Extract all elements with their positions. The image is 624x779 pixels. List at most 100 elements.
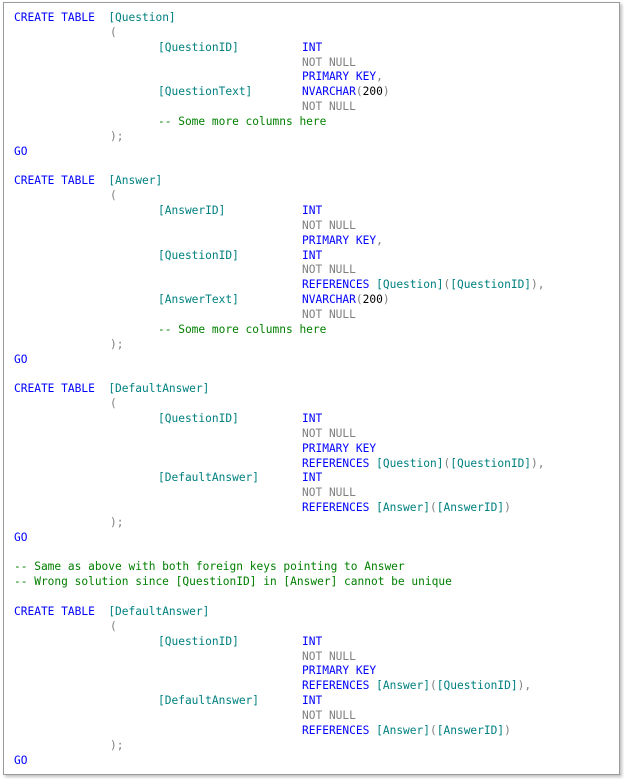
code-line: [DefaultAnswer] bbox=[158, 471, 259, 486]
code-token: [QuestionID] bbox=[436, 679, 518, 693]
code-token: , bbox=[376, 70, 383, 84]
code-token: REFERENCES bbox=[302, 723, 370, 737]
code-token: -- Wrong solution since [QuestionID] in … bbox=[14, 575, 452, 589]
code-line: [QuestionID] bbox=[158, 41, 239, 56]
code-line: GO bbox=[14, 145, 27, 160]
code-line: ( bbox=[110, 189, 117, 204]
code-token: ) bbox=[382, 293, 390, 307]
code-line: ); bbox=[110, 739, 123, 754]
code-token: ), bbox=[531, 278, 545, 292]
code-line: [QuestionID] bbox=[158, 635, 239, 650]
code-token: ( bbox=[110, 619, 117, 633]
code-token: GO bbox=[14, 144, 28, 158]
code-line: PRIMARY KEY, bbox=[302, 234, 383, 249]
code-line: NOT NULL bbox=[302, 263, 356, 278]
code-token: GO bbox=[14, 352, 28, 366]
code-token: -- Some more columns here bbox=[158, 322, 327, 336]
code-line: GO bbox=[14, 531, 27, 546]
code-token: ( bbox=[443, 278, 451, 292]
code-line: NOT NULL bbox=[302, 56, 356, 71]
code-token: GO bbox=[14, 530, 28, 544]
code-token: NOT NULL bbox=[302, 708, 356, 722]
code-token: -- Some more columns here bbox=[158, 114, 327, 128]
code-token: GO bbox=[14, 753, 28, 767]
code-line: NOT NULL bbox=[302, 308, 356, 323]
code-line: PRIMARY KEY bbox=[302, 664, 376, 679]
code-token: NOT NULL bbox=[302, 649, 356, 663]
code-line: ( bbox=[110, 397, 117, 412]
code-line: NOT NULL bbox=[302, 709, 356, 724]
code-token: NVARCHAR bbox=[302, 293, 356, 307]
code-token: ( bbox=[355, 85, 363, 99]
code-token: [QuestionID] bbox=[450, 278, 532, 292]
code-token: ) bbox=[504, 501, 511, 515]
code-token: INT bbox=[302, 471, 323, 485]
code-token: ); bbox=[110, 129, 124, 143]
code-line: [AnswerText] bbox=[158, 293, 239, 308]
code-line: -- Some more columns here bbox=[158, 115, 326, 130]
code-token: ); bbox=[110, 515, 124, 529]
code-line: [QuestionID] bbox=[158, 412, 239, 427]
code-token: ( bbox=[110, 397, 117, 411]
code-token: NVARCHAR bbox=[302, 85, 356, 99]
code-line: [QuestionText] bbox=[158, 85, 252, 100]
code-line: PRIMARY KEY, bbox=[302, 70, 383, 85]
code-token: INT bbox=[302, 634, 323, 648]
code-line: NOT NULL bbox=[302, 219, 356, 234]
code-token: INT bbox=[302, 694, 323, 708]
code-line: CREATE TABLE [DefaultAnswer] bbox=[14, 382, 209, 397]
code-token: [Question] bbox=[376, 456, 444, 470]
code-token: [Answer] bbox=[376, 501, 430, 515]
code-token: ), bbox=[531, 456, 545, 470]
code-line: REFERENCES [Answer]([AnswerID]) bbox=[302, 724, 511, 739]
code-token: CREATE TABLE bbox=[14, 174, 95, 188]
code-token: [DefaultAnswer] bbox=[108, 605, 210, 618]
code-token: , bbox=[376, 233, 383, 247]
code-token: [Answer] bbox=[376, 723, 430, 737]
code-token: [Answer] bbox=[108, 174, 163, 188]
code-token: REFERENCES bbox=[302, 278, 370, 292]
code-token bbox=[95, 605, 108, 618]
code-line-type: INT bbox=[302, 249, 322, 264]
code-token: NOT NULL bbox=[302, 218, 356, 232]
code-line: -- Some more columns here bbox=[158, 323, 326, 338]
code-line-type: INT bbox=[302, 635, 322, 650]
code-token: PRIMARY KEY bbox=[302, 70, 377, 84]
code-line: [DefaultAnswer] bbox=[158, 694, 259, 709]
code-token bbox=[95, 174, 108, 187]
code-token: ) bbox=[382, 85, 390, 99]
code-line: CREATE TABLE [Answer] bbox=[14, 174, 162, 189]
code-line: -- Wrong solution since [QuestionID] in … bbox=[14, 575, 452, 590]
code-token: ( bbox=[443, 456, 451, 470]
code-token: CREATE TABLE bbox=[14, 382, 95, 396]
code-token: [Question] bbox=[376, 278, 444, 292]
code-line: NOT NULL bbox=[302, 650, 356, 665]
code-token: ( bbox=[430, 501, 437, 515]
code-token: [QuestionText] bbox=[158, 85, 253, 99]
code-line: GO bbox=[14, 754, 27, 769]
code-line: ); bbox=[110, 338, 123, 353]
code-line: PRIMARY KEY bbox=[302, 442, 376, 457]
code-line-type: NVARCHAR(200) bbox=[302, 85, 390, 100]
code-token: INT bbox=[302, 204, 323, 218]
code-token: ( bbox=[430, 723, 437, 737]
code-line: CREATE TABLE [DefaultAnswer] bbox=[14, 605, 209, 620]
code-line: ( bbox=[110, 620, 117, 635]
code-line: ( bbox=[110, 26, 117, 41]
code-token: [AnswerID] bbox=[436, 501, 505, 515]
code-token: PRIMARY KEY bbox=[302, 664, 377, 678]
code-line: REFERENCES [Question]([QuestionID]), bbox=[302, 457, 545, 472]
code-token: NOT NULL bbox=[302, 426, 356, 440]
code-token: REFERENCES bbox=[302, 679, 370, 693]
code-token: NOT NULL bbox=[302, 55, 356, 69]
code-line-type: INT bbox=[302, 694, 322, 709]
code-token: INT bbox=[302, 411, 323, 425]
code-token: [AnswerText] bbox=[158, 293, 239, 307]
code-line: NOT NULL bbox=[302, 486, 356, 501]
code-line: GO bbox=[14, 353, 27, 368]
code-token: PRIMARY KEY bbox=[302, 233, 377, 247]
code-token: ( bbox=[110, 189, 117, 203]
code-token: PRIMARY KEY bbox=[302, 441, 377, 455]
code-line: REFERENCES [Answer]([QuestionID]), bbox=[302, 679, 531, 694]
